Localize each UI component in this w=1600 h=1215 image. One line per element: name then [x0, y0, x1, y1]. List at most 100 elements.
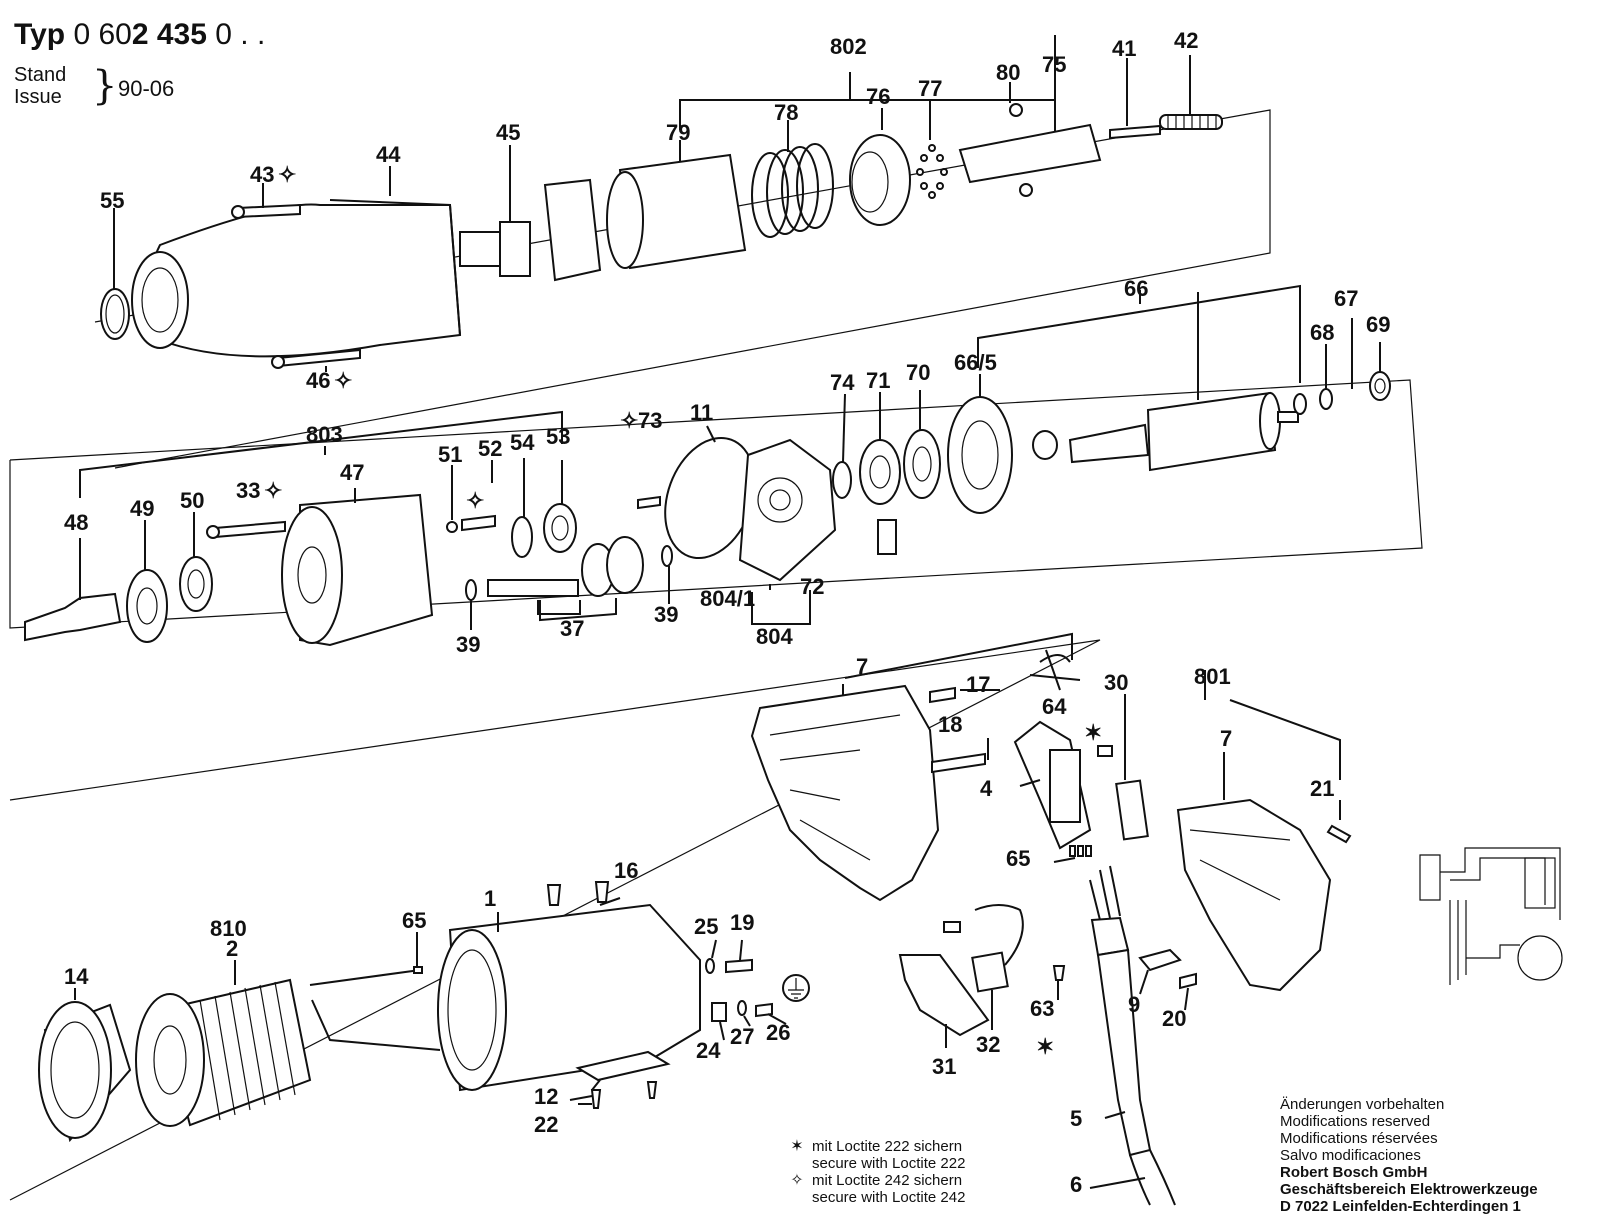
part-77-balls — [916, 144, 948, 199]
label-63: 63 — [1030, 996, 1054, 1021]
label-22: 22 — [534, 1112, 558, 1137]
document-header: Typ 0 602 435 0 . . — [14, 18, 265, 52]
part-50-bearing — [179, 556, 213, 612]
part-66-5-fan — [947, 396, 1013, 514]
label-49: 49 — [130, 496, 154, 521]
label-12: 12 — [534, 1084, 558, 1109]
part-16-screw-a — [546, 884, 562, 906]
type-number: Typ 0 602 435 0 . . — [14, 18, 265, 52]
part-20-screw — [1179, 972, 1197, 990]
part-55-ring — [100, 288, 130, 340]
label-73-diamond: ✧ — [620, 408, 638, 433]
wiring-schematic-icon — [1419, 847, 1563, 985]
issue-value: 90-06 — [118, 76, 175, 101]
part-cable-wires — [1089, 865, 1121, 921]
part-17-screw — [929, 686, 956, 704]
part-76-cam — [849, 134, 911, 226]
label-50: 50 — [180, 488, 204, 513]
part-labels: 802 80 75 41 42 78 76 77 79 45 44 43 ✧ 5… — [64, 28, 1390, 1197]
label-804: 804 — [756, 624, 793, 649]
label-53: 53 — [546, 424, 570, 449]
issue-label: Issue — [14, 86, 62, 108]
part-49-flange — [126, 569, 168, 643]
label-42: 42 — [1174, 28, 1198, 53]
label-41: 41 — [1112, 36, 1136, 61]
part-screw-star — [1097, 745, 1113, 757]
label-75: 75 — [1042, 52, 1066, 77]
label-43-diamond: ✧ — [278, 162, 296, 187]
part-14-bearing-cap — [38, 1001, 132, 1143]
leader-lines-bottom — [74, 632, 1341, 1189]
footer-company: Robert Bosch GmbH — [1280, 1164, 1428, 1181]
note-row: secure with Loctite 222 — [812, 1155, 966, 1172]
leader-lines-top — [113, 35, 1191, 372]
part-66-armature — [1068, 391, 1299, 472]
label-4: 4 — [980, 776, 993, 801]
label-78: 78 — [774, 100, 798, 125]
label-55: 55 — [100, 188, 124, 213]
part-4-switch — [1013, 720, 1092, 850]
footer-line: Modifications reserved — [1280, 1113, 1431, 1130]
part-6-power-cord — [1129, 1149, 1176, 1206]
part-37-pinion-shaft — [487, 579, 579, 597]
label-66: 66 — [1124, 276, 1148, 301]
label-65-right: 65 — [1006, 846, 1030, 871]
label-19: 19 — [730, 910, 754, 935]
part-25-washer — [705, 958, 715, 974]
label-80: 80 — [996, 60, 1020, 85]
part-leads-wires — [309, 969, 441, 1051]
label-31: 31 — [932, 1054, 956, 1079]
part-51-washer — [446, 521, 458, 533]
label-79: 79 — [666, 120, 690, 145]
part-39-washer-right — [661, 545, 673, 567]
label-66-5: 66/5 — [954, 350, 997, 375]
label-73: 73 — [638, 408, 662, 433]
label-16: 16 — [614, 858, 638, 883]
label-18: 18 — [938, 712, 962, 737]
typ-label: Typ — [14, 18, 66, 51]
note-row: secure with Loctite 242 — [812, 1189, 966, 1206]
label-48: 48 — [64, 510, 88, 535]
label-14: 14 — [64, 964, 89, 989]
label-27: 27 — [730, 1024, 754, 1049]
part-68-washer — [1293, 393, 1307, 415]
typ-suffix: 0 . . — [215, 18, 266, 51]
part-70-fan-hub — [903, 429, 941, 499]
leader-lines-middle — [79, 284, 1381, 630]
label-17: 17 — [966, 672, 990, 697]
label-32: 32 — [976, 1032, 1000, 1057]
label-47: 47 — [340, 460, 364, 485]
ground-icon — [782, 974, 810, 1002]
part-67-washer — [1319, 388, 1333, 410]
part-78-spring — [751, 143, 834, 238]
label-45: 45 — [496, 120, 520, 145]
brace-glyph: } — [92, 63, 118, 109]
label-33: 33 — [236, 478, 260, 503]
label-44: 44 — [376, 142, 401, 167]
label-39-left: 39 — [456, 632, 480, 657]
label-2: 2 — [226, 936, 238, 961]
label-7-right: 7 — [1220, 726, 1232, 751]
label-9: 9 — [1128, 992, 1140, 1017]
part-39-washer-left — [465, 579, 477, 601]
label-46: 46 — [306, 368, 330, 393]
part-74-ring — [832, 461, 852, 499]
label-64: 64 — [1042, 694, 1067, 719]
part-54-ring — [511, 516, 533, 558]
footer-division: Geschäftsbereich Elektrowerkzeuge — [1280, 1181, 1538, 1198]
part-43-screw — [237, 203, 301, 219]
label-52: 52 — [478, 436, 502, 461]
label-43: 43 — [250, 162, 274, 187]
label-67: 67 — [1334, 286, 1358, 311]
part-16-screw-b — [594, 881, 610, 903]
part-21-screw — [1326, 824, 1352, 844]
typ-prefix: 0 60 — [73, 18, 132, 51]
label-25: 25 — [694, 914, 718, 939]
label-804-1: 804/1 — [700, 586, 755, 611]
part-33-screw — [214, 520, 286, 539]
part-27-washer — [737, 1000, 747, 1016]
label-54: 54 — [510, 430, 535, 455]
label-801: 801 — [1194, 664, 1231, 689]
part-804-1-bearing-housing — [738, 438, 837, 582]
